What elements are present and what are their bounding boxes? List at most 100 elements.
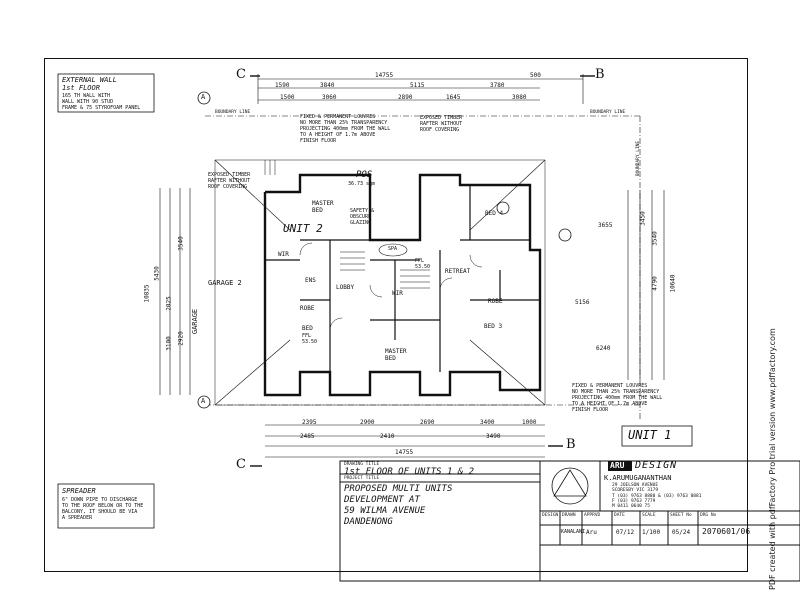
dim-bottom: 2485 <box>300 433 315 440</box>
exposed-timber-note-top: RAFTER WITHOUT <box>420 121 463 127</box>
external-wall-line: FRAME & 75 STYROFOAM PANEL <box>62 105 141 111</box>
boundary-line-left: BOUNDARY LINE <box>215 110 251 115</box>
dim-bottom: 2410 <box>380 433 395 440</box>
architect-contact: F (03) 9763 7779 <box>612 499 656 504</box>
ffl-right: FFL 53.50 <box>415 258 431 270</box>
project-title-line: 59 WILMA AVENUE <box>344 506 426 516</box>
spreader-line: TO THE ROOF BELOW OR TO THE <box>62 503 144 509</box>
spreader-line: BALCONY, IT SHOULD BE VIA <box>62 509 138 515</box>
drawing-number: 2070601/06 <box>702 527 751 536</box>
exposed-timber-note-left: ROOF COVERING <box>208 184 248 190</box>
section-marker-c-top: C <box>236 67 246 82</box>
louvres-note-top: NO MORE THAN 25% TRANSPARENCY <box>300 120 388 126</box>
dim-right: 3655 <box>598 222 613 229</box>
exposed-timber-note-top: ROOF COVERING <box>420 127 460 133</box>
spreader-line: 6" DOWN PIPE TO DISCHARGE <box>62 497 138 503</box>
project-title-label: PROJECT TITLE <box>344 476 380 481</box>
dim-right: 3450 <box>639 211 647 226</box>
dim-bottom: 3490 <box>486 433 501 440</box>
dim-top: 500 <box>530 72 541 79</box>
room-unit2-label: UNIT 2 <box>283 222 323 235</box>
room-garage: GARAGE <box>191 308 200 335</box>
louvres-note-top: FINISH FLOOR <box>300 138 337 144</box>
field-label: DRAWN <box>562 513 576 518</box>
dim-top: 2890 <box>398 94 413 101</box>
louvres-note-top: PROJECTING 400mm FROM THE WALL <box>300 126 391 132</box>
dim-right: 10640 <box>669 274 677 293</box>
room-spa: SPA <box>388 246 398 252</box>
dim-top: 1590 <box>275 82 290 89</box>
room-ens: ENS <box>305 277 316 284</box>
grid-marker-a-bottom: A <box>201 397 206 405</box>
dim-bottom: 3400 <box>480 419 495 426</box>
exposed-timber-note-left: RAFTER WITHOUT <box>208 178 251 184</box>
grid-marker-a-top: A <box>201 93 206 101</box>
safety-glazing-note: SAFETY & <box>350 208 375 214</box>
field-label: SCALE <box>642 513 656 518</box>
spreader-line: A SPREADER <box>62 515 93 521</box>
room-master-bed: MASTER BED <box>312 200 334 214</box>
safety-glazing-note: GLAZING <box>350 220 372 226</box>
dim-bottom-overall: 14755 <box>395 449 414 456</box>
dim-bottom: 2395 <box>302 419 317 426</box>
field-label: DRG No <box>700 513 717 518</box>
brand-design: DESIGN <box>635 460 678 471</box>
external-wall-title: EXTERNAL WALL <box>62 76 117 84</box>
dim-top: 3840 <box>320 82 335 89</box>
brand-logo-text: ARU <box>610 461 625 470</box>
field-value: 05/24 <box>672 529 691 536</box>
louvres-note-top: TO A HEIGHT OF 1.7m ABOVE <box>300 132 376 138</box>
architect-name: K.ARUMUGANANTHAN <box>604 474 672 482</box>
boundary-line-vertical: BOUNDARY LINE <box>636 140 642 177</box>
external-wall-subtitle: 1st FLOOR <box>62 84 100 92</box>
louvres-note-bottom: PROJECTING 400mm FROM THE WALL <box>572 395 663 401</box>
project-title-line: DANDENONG <box>344 517 393 527</box>
room-master-bed: MASTER BED <box>385 348 407 362</box>
project-title-line: PROPOSED MULTI UNITS <box>344 484 453 494</box>
room-bed: BED <box>302 325 313 332</box>
room-robe: ROBE <box>300 305 315 312</box>
dim-bottom: 2900 <box>360 419 375 426</box>
field-value: KANALANI <box>561 529 586 535</box>
field-value: Aru <box>586 529 597 536</box>
room-bed4: BED 4 <box>485 210 504 217</box>
architect-address: 29 JOELSON AVENUE <box>612 483 659 488</box>
dim-top: 3060 <box>322 94 337 101</box>
room-robe-right: ROBE <box>488 298 503 305</box>
pdf-creator-note: PDF created with pdfFactory Pro trial ve… <box>768 328 777 590</box>
dim-left: 3540 <box>177 236 185 251</box>
field-label: SHEET No <box>670 513 692 518</box>
dim-bottom: 2690 <box>420 419 435 426</box>
louvres-note-top: FIXED & PERMANENT LOUVRES <box>300 114 376 120</box>
dim-top: 1645 <box>446 94 461 101</box>
room-pos: POS <box>356 170 373 180</box>
dim-overall-top: 14755 <box>375 72 394 79</box>
room-garage2: GARAGE 2 <box>208 279 242 287</box>
drawing-title: 1st FLOOR OF UNITS 1 & 2 <box>344 467 475 477</box>
room-wir: WIR <box>392 290 403 297</box>
ffl-left: FFL 53.50 <box>302 333 318 345</box>
field-label: APPRVD <box>584 513 601 518</box>
project-title-line: DEVELOPMENT AT <box>344 495 420 505</box>
room-wir: WIR <box>278 251 289 258</box>
section-marker-c-bottom: C <box>236 457 246 472</box>
dim-left: 5430 <box>153 266 161 281</box>
dim-left: 3100 <box>165 336 173 351</box>
drawing-title-label: DRAWING TITLE <box>344 462 380 467</box>
louvres-note-bottom: FINISH FLOOR <box>572 407 609 413</box>
exposed-timber-note-top: EXPOSED TIMBER <box>420 115 463 121</box>
dim-left: 2025 <box>165 296 173 311</box>
dim-top: 5115 <box>410 82 425 89</box>
section-marker-b-bottom: B <box>566 437 576 452</box>
safety-glazing-note: OBSCURE <box>350 214 372 220</box>
room-retreat: RETREAT <box>445 268 471 275</box>
dim-right: 6240 <box>596 345 611 352</box>
dim-top: 1500 <box>280 94 295 101</box>
field-label: DATE <box>614 513 625 518</box>
field-value: 1/100 <box>642 529 661 536</box>
room-pos-area: 36.73 sqm <box>348 181 376 187</box>
architect-contact: T (03) 9763 8880 & (03) 9763 8881 <box>612 494 702 499</box>
boundary-line-right: BOUNDARY LINE <box>590 110 626 115</box>
spreader-title: SPREADER <box>62 487 96 495</box>
external-wall-line: 165 TH WALL WITH <box>62 93 111 99</box>
